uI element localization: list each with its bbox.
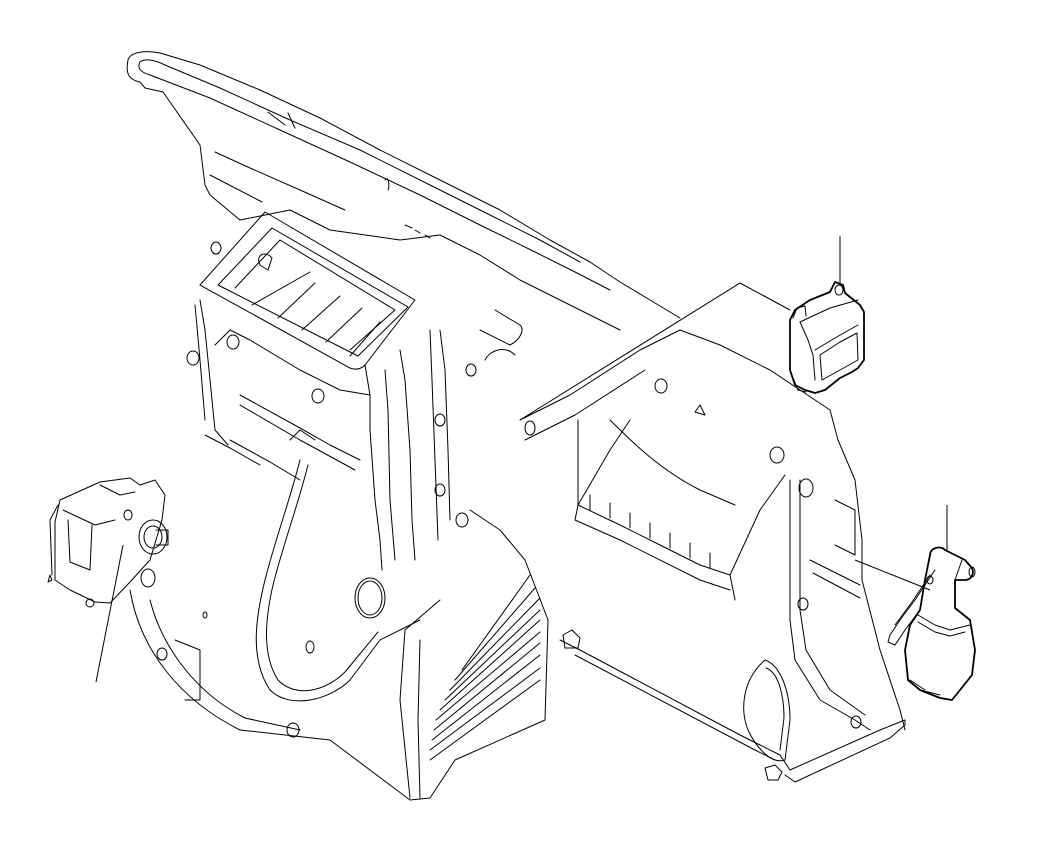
callout-line-left: [95, 544, 124, 683]
heater-housing: [126, 51, 681, 801]
alignment-line-lower-right: [854, 559, 931, 591]
actuator-motor-lower-right: [887, 546, 976, 701]
actuator-motor-upper-right: [789, 281, 865, 394]
callout-lines: [95, 236, 948, 683]
evaporator-housing: [479, 309, 906, 783]
actuator-motor-left: [47, 477, 169, 608]
dashed-alignment-upper: [519, 282, 791, 421]
